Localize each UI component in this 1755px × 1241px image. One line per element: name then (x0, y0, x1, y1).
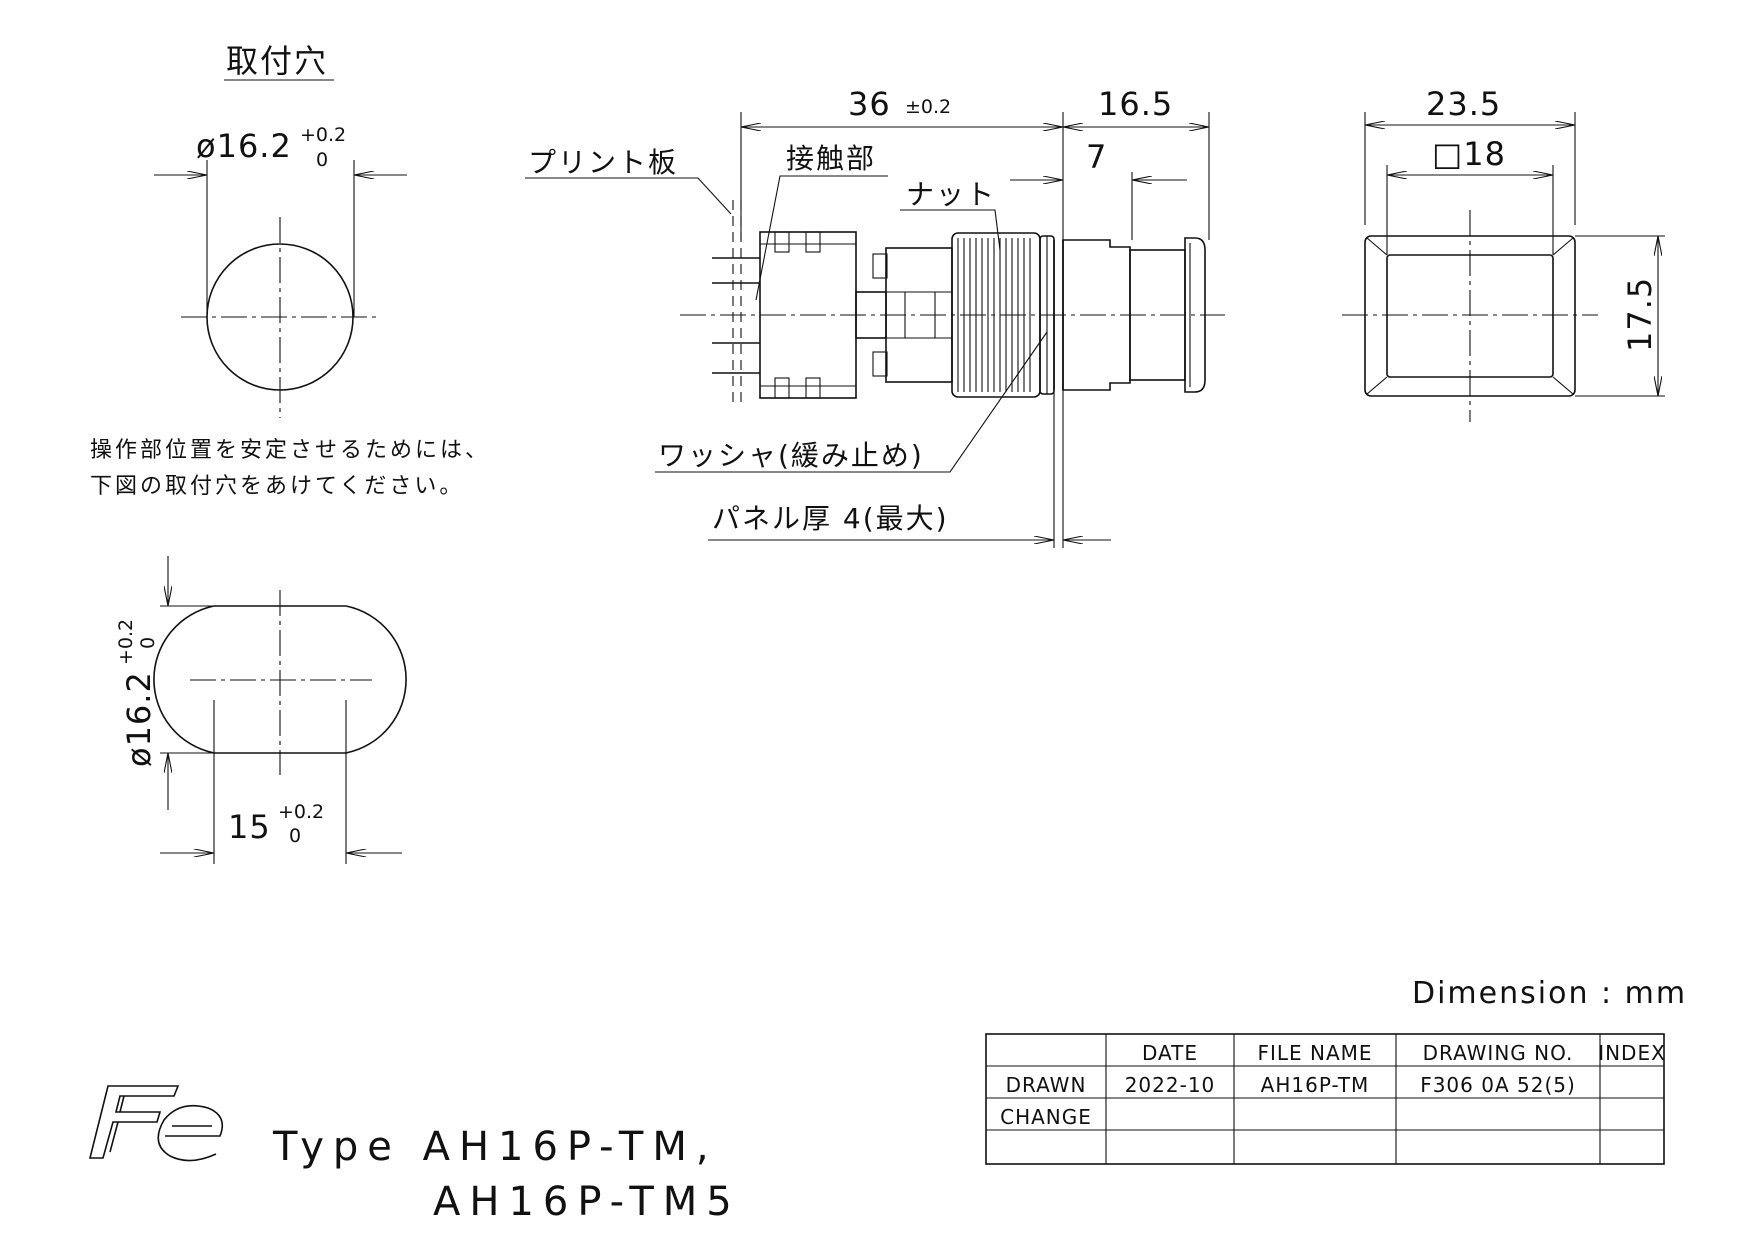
alternate-hole-view: ø16.2 +0.2 0 15 +0.2 0 (115, 556, 407, 864)
alt-hole-width-tol-plus: +0.2 (278, 801, 324, 823)
side-view: 36 ±0.2 16.5 7 (525, 85, 1225, 548)
alt-hole-diameter-text: ø16.2 (120, 671, 158, 767)
hole-tol-zero: 0 (316, 149, 328, 171)
alt-hole-width-text: 15 (228, 808, 271, 846)
dim-length-text: 36 (848, 85, 891, 123)
dimension-unit: Dimension : mm (1412, 976, 1687, 1011)
type-line2: AH16P-TM5 (433, 1179, 741, 1225)
label-contact: 接触部 (786, 142, 876, 175)
title-block-cell: DATE (1142, 1041, 1198, 1065)
label-pcb: プリント板 (528, 146, 678, 179)
dim-seven-text: 7 (1086, 138, 1107, 176)
label-nut: ナット (906, 178, 996, 211)
hole-title: 取付穴 (226, 42, 328, 80)
label-washer: ワッシャ(緩み止め) (658, 439, 924, 472)
hole-note-line2: 下図の取付穴をあけてください。 (90, 474, 464, 499)
dim-square-text: □18 (1432, 135, 1506, 173)
dim-length-tol: ±0.2 (905, 96, 951, 118)
alt-hole-tol-plus: +0.2 (115, 619, 137, 665)
title-block-cell: F306 0A 52(5) (1420, 1073, 1576, 1097)
title-block-cell: 2022-10 (1125, 1073, 1216, 1097)
dim-head-text: 16.5 (1098, 85, 1173, 123)
terminals (712, 257, 760, 374)
title-block-cell: INDEX (1598, 1041, 1666, 1065)
dim-width-text: 23.5 (1426, 85, 1501, 123)
fe-logo (88, 1085, 224, 1162)
hole-note-line1: 操作部位置を安定させるためには、 (90, 438, 490, 463)
title-block-cell: CHANGE (1000, 1105, 1092, 1129)
title-block-cell: AH16P-TM (1261, 1073, 1370, 1097)
front-view: 23.5 □18 17.5 (1342, 85, 1665, 422)
title-block-cell: DRAWING NO. (1423, 1041, 1574, 1065)
hole-diameter-text: ø16.2 (196, 127, 292, 165)
alt-hole-width-tol-zero: 0 (289, 825, 301, 847)
hole-tol-plus: +0.2 (300, 124, 346, 146)
bezel (1062, 239, 1131, 391)
dim-height-text: 17.5 (1621, 277, 1659, 352)
title-block-cell: FILE NAME (1257, 1041, 1372, 1065)
button-cap (1184, 237, 1206, 393)
alt-hole-tol-zero: 0 (137, 637, 159, 649)
type-line1: Type AH16P-TM, (272, 1124, 718, 1170)
mounting-hole-view: 取付穴 ø16.2 +0.2 0 操作部位置を安定させるためには、 下図の取付穴… (90, 42, 490, 499)
label-panel: パネル厚 4(最大) (712, 502, 949, 535)
title-block-cell: DRAWN (1006, 1073, 1087, 1097)
title-block: DATE FILE NAME DRAWING NO. INDEX DRAWN 2022-1… (985, 1033, 1666, 1165)
